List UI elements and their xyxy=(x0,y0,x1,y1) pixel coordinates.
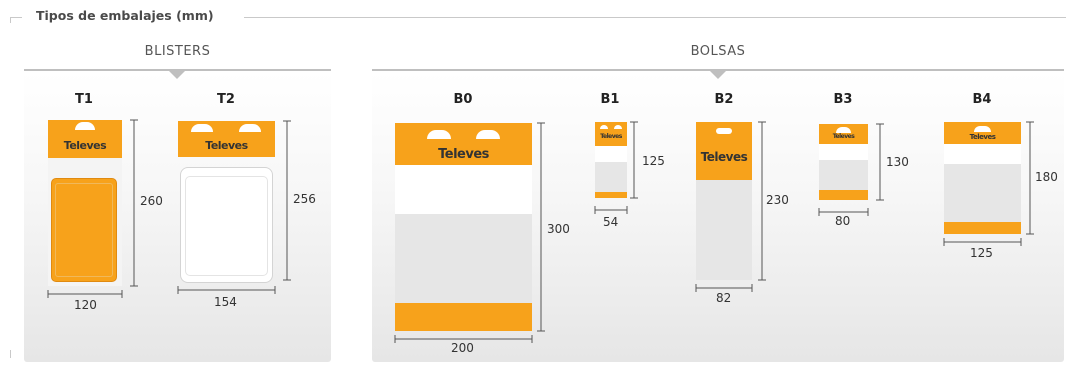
brand-logo: Televes xyxy=(832,133,855,140)
b3-width-label: 80 xyxy=(835,214,851,228)
package-code-t1: T1 xyxy=(75,92,93,107)
brand-logo: Televes xyxy=(700,150,748,164)
package-b0: Televes xyxy=(395,123,532,331)
b0-header xyxy=(395,123,532,165)
b1-bag-body xyxy=(595,162,627,192)
b3-header xyxy=(819,124,868,144)
t1-width-label: 120 xyxy=(74,298,97,312)
b3-bag-body xyxy=(819,160,868,190)
section-pointer-bolsas xyxy=(710,71,726,79)
brand-logo: Televes xyxy=(63,139,107,152)
section-rule-bolsas xyxy=(372,69,1064,71)
package-b1: Televes xyxy=(595,122,627,198)
b0-white-band xyxy=(395,165,532,214)
package-b2: Televes xyxy=(696,122,752,280)
title-rule xyxy=(244,17,1066,18)
package-code-b3: B3 xyxy=(833,92,853,107)
t1-blister-inner xyxy=(55,183,113,277)
t1-blister-body xyxy=(51,178,117,282)
package-t2: Televes xyxy=(178,121,275,285)
b4-bag-body xyxy=(944,164,1021,222)
package-code-b1: B1 xyxy=(600,92,620,107)
section-rule-blisters xyxy=(24,69,331,71)
hang-hole-icon xyxy=(600,125,608,129)
t2-height-label: 256 xyxy=(293,192,316,206)
t2-blister-inner xyxy=(185,176,268,276)
b1-height-label: 125 xyxy=(642,154,665,168)
hang-hole-icon xyxy=(75,122,95,130)
section-label-blisters: BLISTERS xyxy=(144,44,211,59)
section-pointer-blisters xyxy=(169,71,185,79)
brand-logo: Televes xyxy=(600,133,622,140)
b2-width-label: 82 xyxy=(716,291,732,305)
t1-height-label: 260 xyxy=(140,194,163,208)
hang-hole-icon xyxy=(239,124,261,132)
b2-dimension-lines xyxy=(695,121,766,292)
b4-header xyxy=(944,122,1021,144)
bottom-tick xyxy=(10,350,11,358)
hang-hole-icon xyxy=(974,126,991,132)
b3-height-label: 130 xyxy=(886,155,909,169)
page-title: Tipos de embalajes (mm) xyxy=(36,8,214,23)
t2-clear-card xyxy=(180,167,273,283)
b4-width-label: 125 xyxy=(970,246,993,260)
title-corner-left xyxy=(10,17,11,23)
b0-bag-body xyxy=(395,214,532,303)
package-code-b0: B0 xyxy=(453,92,473,107)
b0-width-label: 200 xyxy=(451,341,474,355)
b4-height-label: 180 xyxy=(1035,170,1058,184)
b1-dimension-lines xyxy=(594,121,638,214)
title-corner-top xyxy=(10,17,22,18)
section-label-bolsas: BOLSAS xyxy=(690,44,746,59)
brand-logo: Televes xyxy=(438,147,489,162)
package-code-b4: B4 xyxy=(972,92,992,107)
b3-dimension-lines xyxy=(818,123,884,216)
package-code-t2: T2 xyxy=(217,92,235,107)
b0-dimension-lines xyxy=(394,122,545,343)
hang-hole-icon xyxy=(427,130,451,139)
b4-white-band xyxy=(944,144,1021,164)
hang-hole-icon xyxy=(716,128,732,134)
hang-hole-icon xyxy=(836,127,851,133)
package-b4: Televes xyxy=(944,122,1021,234)
hang-hole-icon xyxy=(191,124,213,132)
brand-logo: Televes xyxy=(205,139,248,152)
t1-dimension-lines xyxy=(47,119,138,298)
t2-width-label: 154 xyxy=(214,295,237,309)
package-code-b2: B2 xyxy=(714,92,734,107)
b0-height-label: 300 xyxy=(547,222,570,236)
t2-dimension-lines xyxy=(177,120,291,294)
b4-dimension-lines xyxy=(943,121,1034,246)
brand-logo: Televes xyxy=(969,133,996,141)
b2-bag-body xyxy=(696,180,752,280)
hang-hole-icon xyxy=(614,125,622,129)
hang-hole-icon xyxy=(476,130,500,139)
b4-bottom-seal xyxy=(944,222,1021,234)
b1-bottom-seal xyxy=(595,192,627,198)
b0-bottom-seal xyxy=(395,303,532,331)
b1-width-label: 54 xyxy=(603,215,619,229)
package-b3: Televes xyxy=(819,124,868,200)
b1-white-band xyxy=(595,146,627,162)
b3-white-band xyxy=(819,144,868,160)
package-t1: Televes xyxy=(48,120,122,286)
b3-bottom-seal xyxy=(819,190,868,200)
b2-height-label: 230 xyxy=(766,193,789,207)
